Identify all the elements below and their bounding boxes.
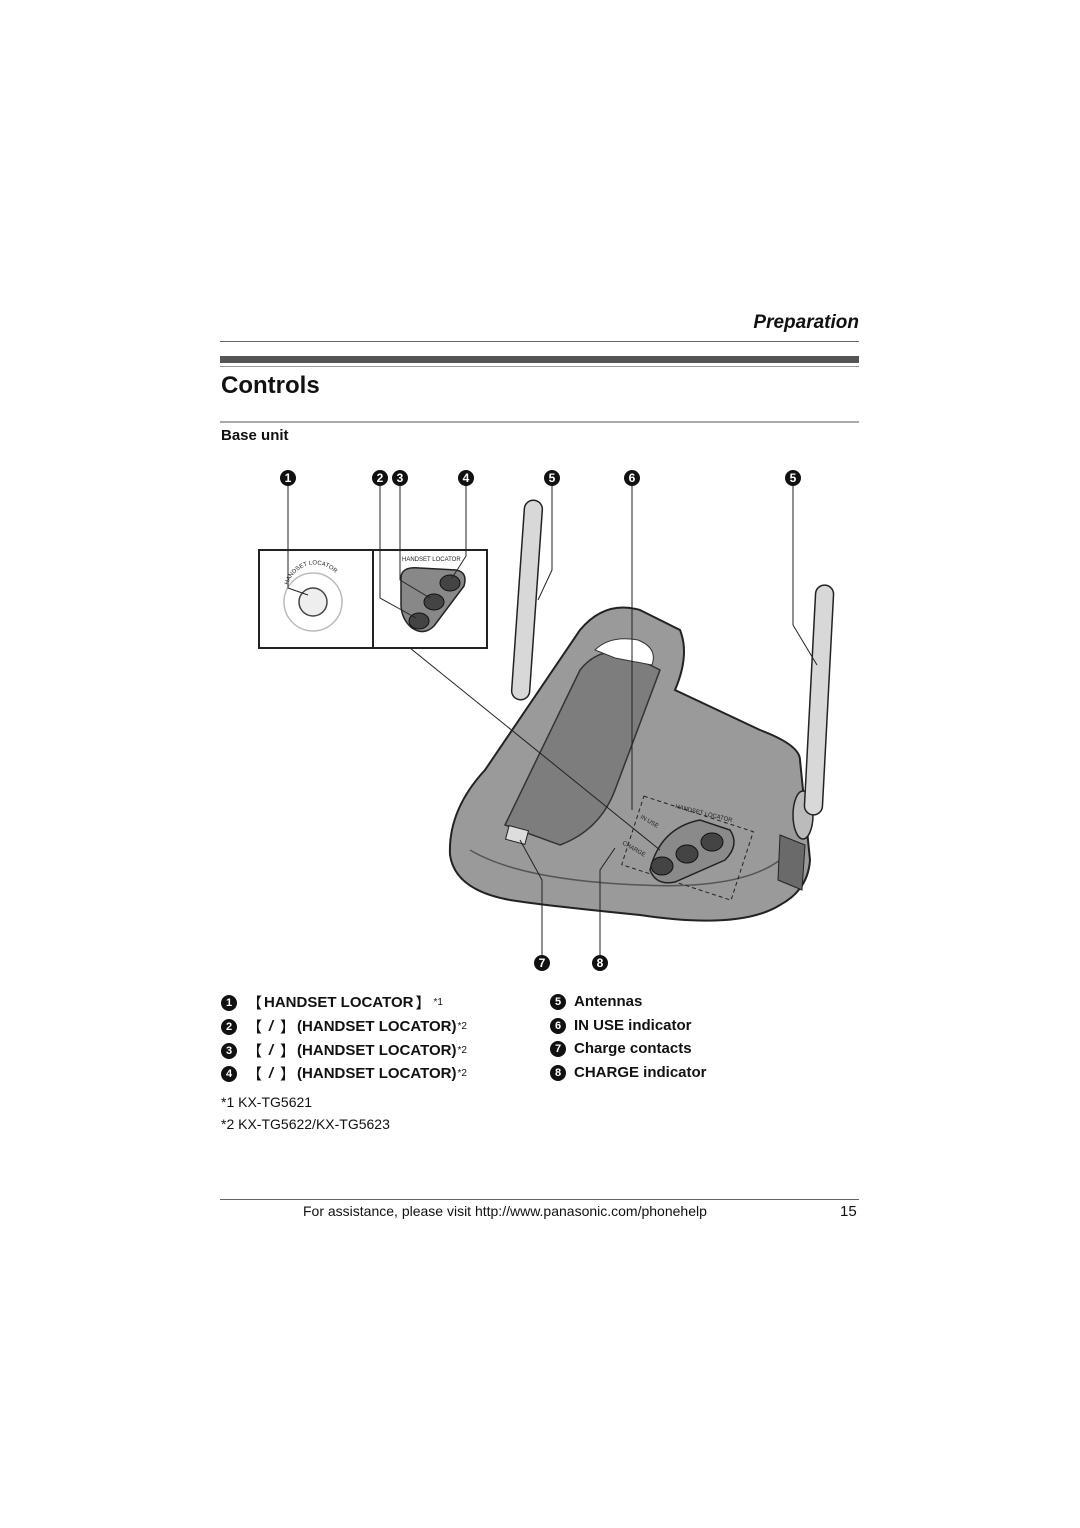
- talk-icon: /: [268, 1018, 274, 1035]
- callout-6: 6: [624, 470, 640, 486]
- footnote-2: *2 KX-TG5622/KX-TG5623: [221, 1116, 390, 1132]
- callout-5a: 5: [544, 470, 560, 486]
- antennas: [510, 499, 835, 816]
- svg-text:1: 1: [285, 471, 292, 485]
- page-title: Controls: [221, 372, 320, 399]
- legend-item-1: 1 【 HANDSET LOCATOR 】 *1: [221, 992, 443, 1013]
- callout-2: 2: [372, 470, 388, 486]
- title-bar: [220, 356, 859, 363]
- footer-help-text: For assistance, please visit http://www.…: [303, 1203, 707, 1219]
- talk-icon: /: [268, 1042, 274, 1059]
- svg-text:6: 6: [629, 471, 636, 485]
- base-unit-body: HANDSET LOCATOR IN USE CHARGE: [448, 606, 814, 922]
- callout-7: 7: [534, 955, 550, 971]
- talk-icon: /: [268, 1065, 274, 1082]
- section-subtitle: Base unit: [221, 427, 289, 444]
- page-number: 15: [840, 1203, 857, 1220]
- legend-item-4: 4 【 / 】 (HANDSET LOCATOR) *2: [221, 1063, 467, 1084]
- inset-panels: HANDSET LOCATOR HANDSET LOCATOR: [258, 549, 488, 649]
- base-unit-illustration: 1 2 3 4 5 6 5 7 8 HANDSET LOCATOR HANDSE…: [258, 470, 835, 971]
- subtitle-rule: [220, 421, 859, 423]
- callout-3: 3: [392, 470, 408, 486]
- legend-item-2: 2 【 / 】 (HANDSET LOCATOR) *2: [221, 1016, 467, 1037]
- section-header: Preparation: [753, 312, 859, 333]
- legend-item-3: 3 【 / 】 (HANDSET LOCATOR) *2: [221, 1040, 467, 1061]
- footer-rule: [220, 1199, 859, 1200]
- svg-text:5: 5: [790, 471, 797, 485]
- locator-button: [298, 587, 328, 617]
- leader-lines: [287, 486, 818, 955]
- svg-text:5: 5: [549, 471, 556, 485]
- footnote-1: *1 KX-TG5621: [221, 1094, 313, 1110]
- callout-8: 8: [592, 955, 608, 971]
- svg-text:HANDSET LOCATOR: HANDSET LOCATOR: [402, 557, 461, 563]
- header-rule: [220, 341, 859, 342]
- callout-4: 4: [458, 470, 474, 486]
- svg-text:7: 7: [539, 956, 546, 970]
- svg-text:3: 3: [397, 471, 404, 485]
- callout-1: 1: [280, 470, 296, 486]
- svg-text:4: 4: [463, 471, 470, 485]
- title-rule: [220, 366, 859, 367]
- callout-5b: 5: [785, 470, 801, 486]
- svg-text:8: 8: [597, 956, 604, 970]
- svg-text:2: 2: [377, 471, 384, 485]
